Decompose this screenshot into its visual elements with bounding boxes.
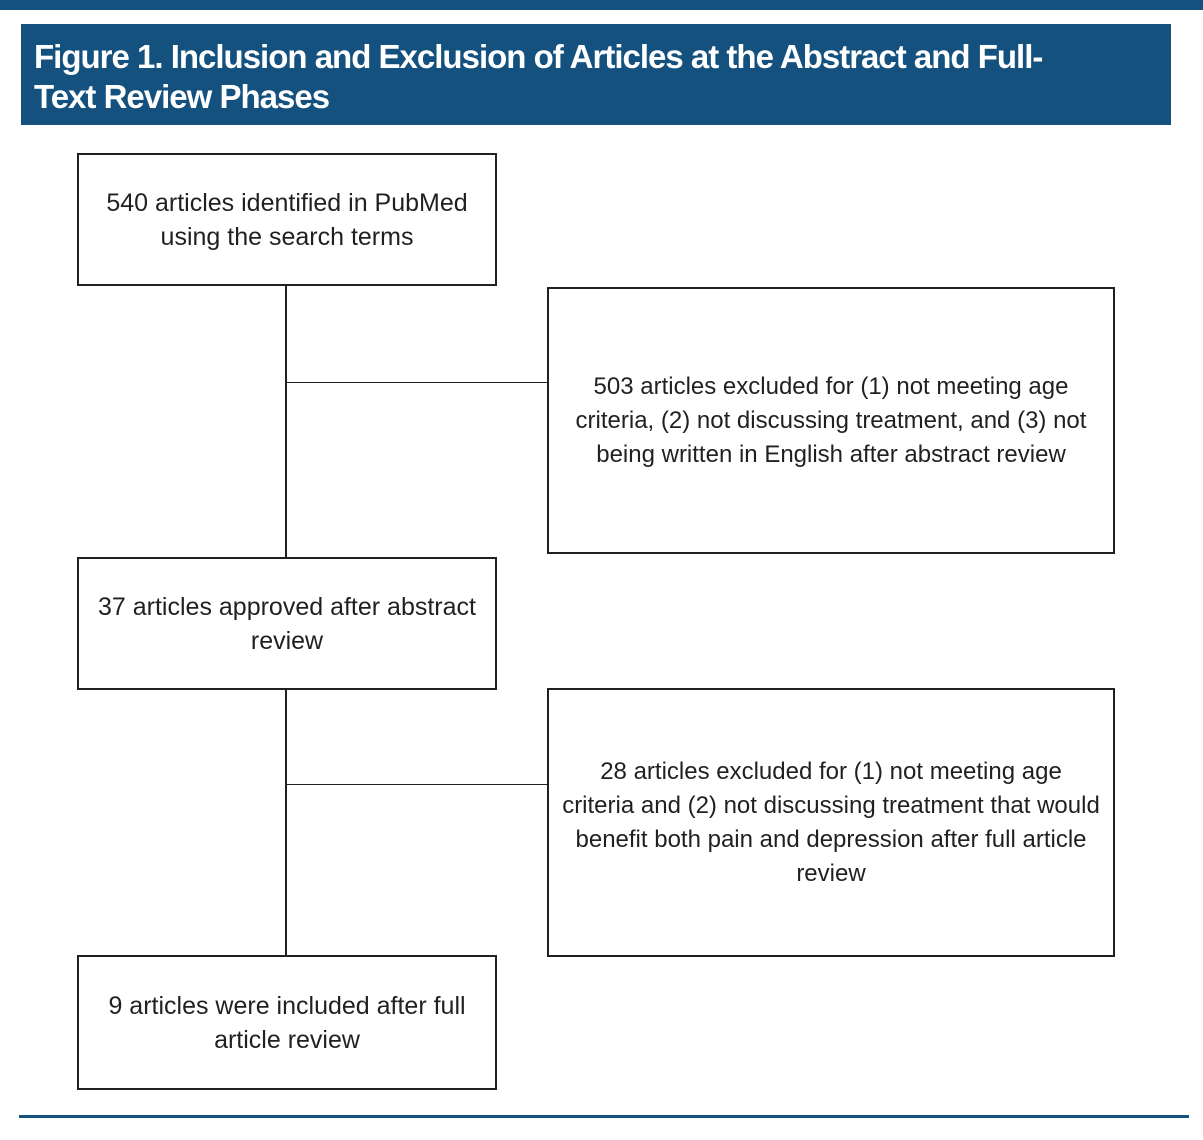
flow-box-excluded-full-review: 28 articles excluded for (1) not meeting… [547,688,1115,957]
flow-box-approved-abstract-review: 37 articles approved after abstract revi… [77,557,497,690]
flow-box-identified-text: 540 articles identified in PubMed using … [106,188,468,251]
figure-title-line-1: Figure 1. Inclusion and Exclusion of Art… [34,38,1043,75]
figure-title-line-2: Text Review Phases [34,78,330,115]
flow-box-included-final-text: 9 articles were included after full arti… [108,991,466,1054]
flow-box-included-final: 9 articles were included after full arti… [77,955,497,1090]
connector-horizontal-to-excluded-full [286,784,547,785]
connector-horizontal-to-excluded-abstract [286,382,547,383]
bottom-rule [19,1115,1189,1118]
connector-vertical-approved-to-included [285,690,287,955]
flow-box-approved-abstract-review-text: 37 articles approved after abstract revi… [98,592,476,655]
connector-vertical-identified-to-approved [285,286,287,557]
flow-box-excluded-abstract-review: 503 articles excluded for (1) not meetin… [547,287,1115,554]
flow-box-excluded-abstract-review-text: 503 articles excluded for (1) not meetin… [575,372,1087,468]
top-accent-bar [0,0,1203,10]
figure-title-bar: Figure 1. Inclusion and Exclusion of Art… [21,24,1171,125]
flow-box-excluded-full-review-text: 28 articles excluded for (1) not meeting… [562,757,1100,887]
flow-box-identified: 540 articles identified in PubMed using … [77,153,497,286]
